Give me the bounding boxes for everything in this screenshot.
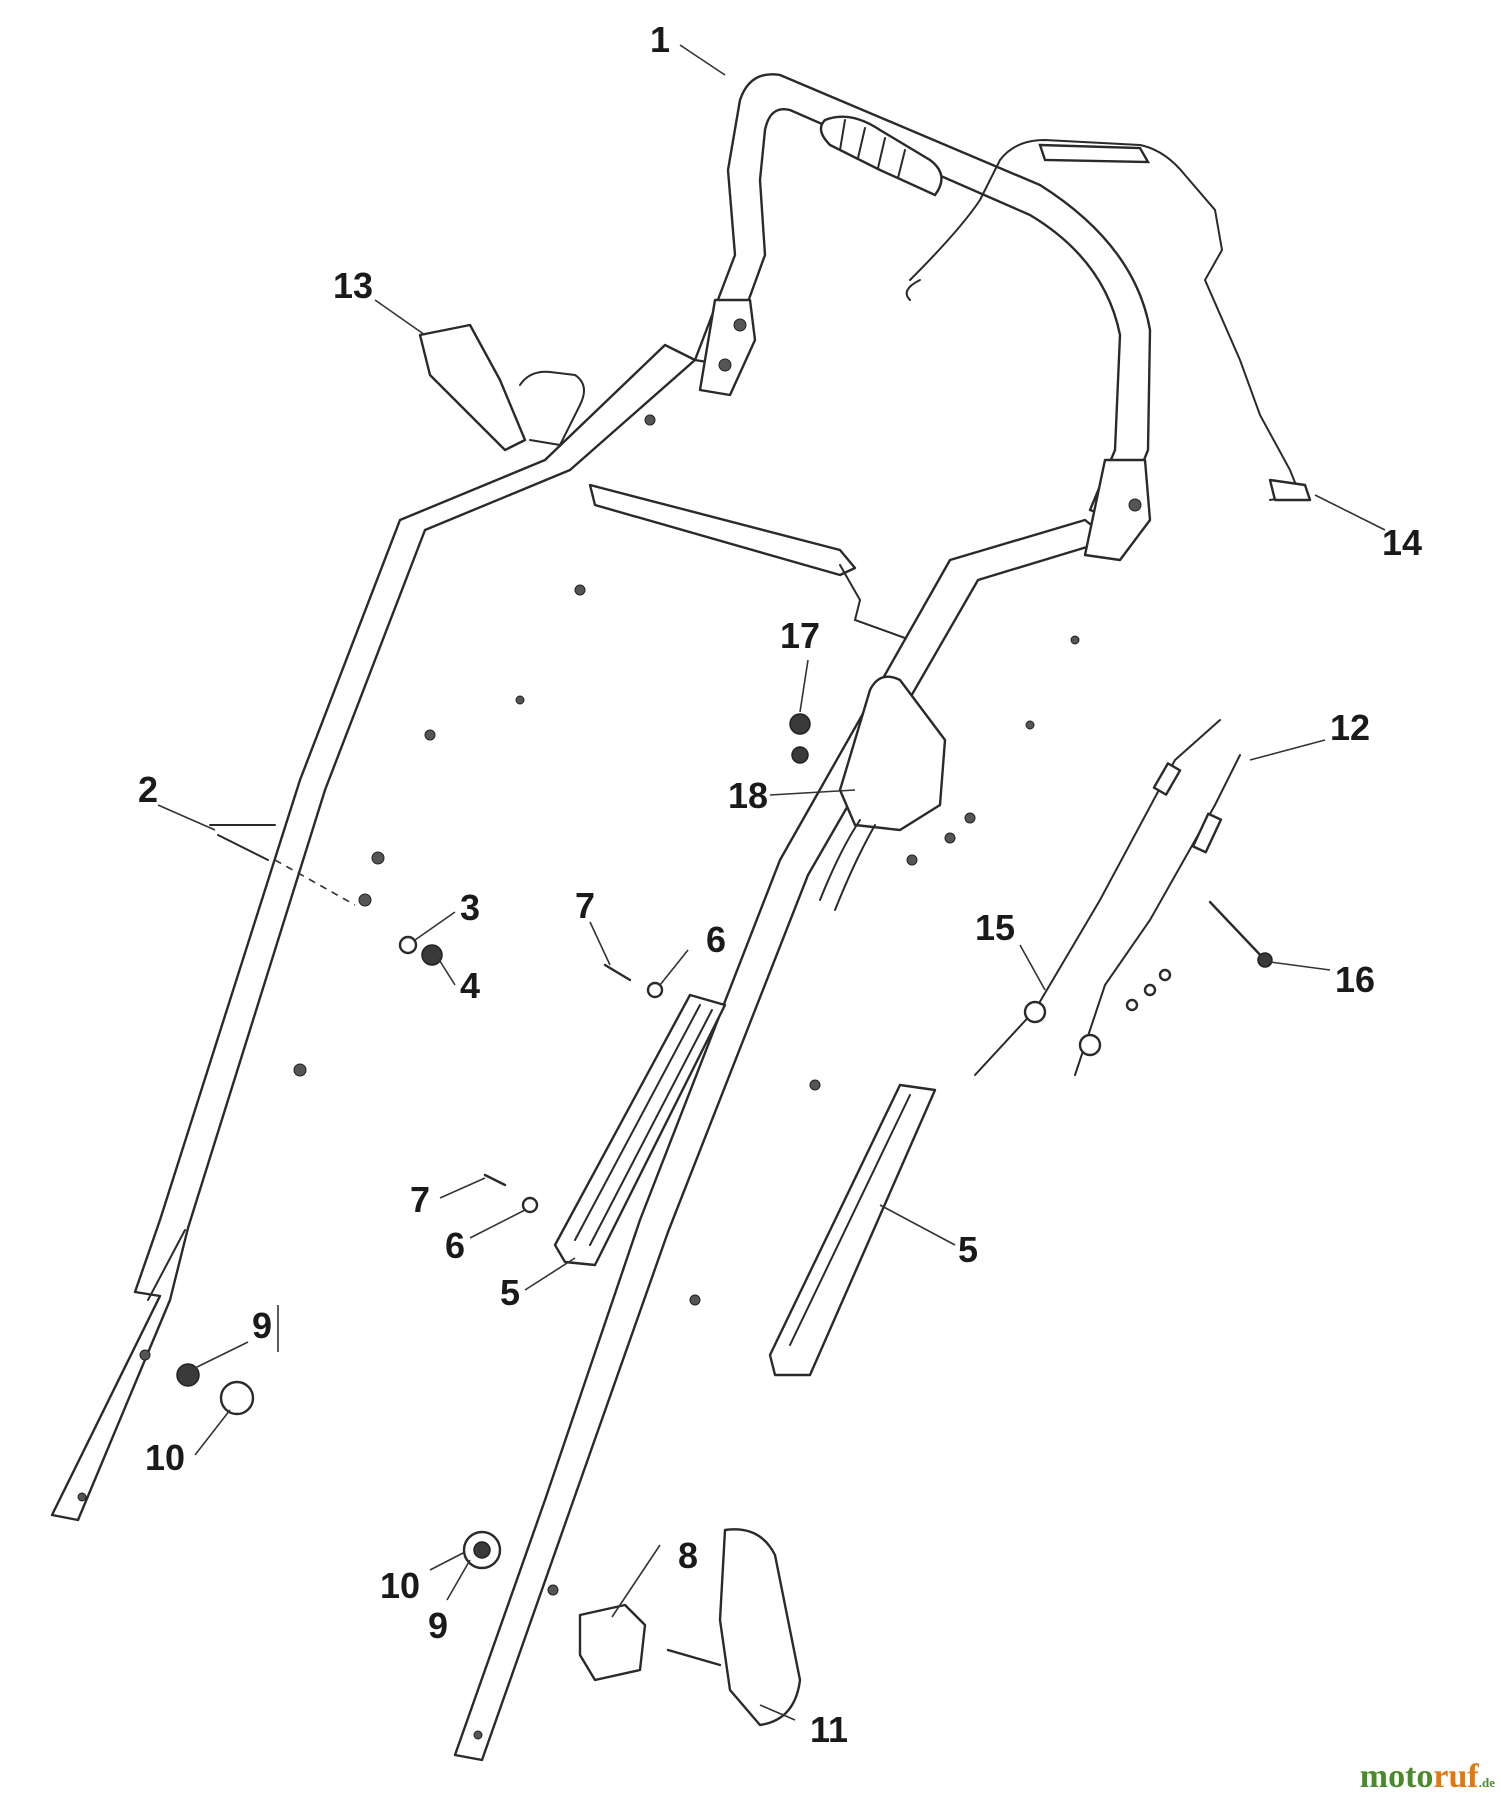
screw-part-7b <box>483 1173 507 1187</box>
callout-8: 8 <box>678 1535 698 1576</box>
left-lower-handle-tube <box>50 343 697 1522</box>
cable-guide-left <box>553 993 727 1267</box>
washer-part-6a <box>646 981 664 999</box>
callout-5-right: 5 <box>958 1229 978 1270</box>
leader-lines <box>157 44 1386 1721</box>
knob-part-10a <box>219 1380 255 1416</box>
right-lower-handle-tube <box>453 518 1112 1762</box>
callout-17: 17 <box>780 615 820 656</box>
callout-2: 2 <box>138 769 158 810</box>
callout-10-lower: 10 <box>380 1565 420 1606</box>
callout-18: 18 <box>728 775 768 816</box>
nut-part-17 <box>789 713 811 735</box>
callout-13: 13 <box>333 265 373 306</box>
callout-9-lower: 9 <box>428 1605 448 1646</box>
adjustment-lever-assembly <box>418 323 906 639</box>
callout-5-left: 5 <box>500 1272 520 1313</box>
cable-retainer <box>791 675 947 911</box>
washer-part-6b <box>521 1196 539 1214</box>
callout-12: 12 <box>1330 707 1370 748</box>
pin-part-2 <box>209 824 276 861</box>
knob-part-10b <box>462 1530 502 1570</box>
watermark-accent: ruf <box>1433 1758 1479 1795</box>
callout-1: 1 <box>650 19 670 60</box>
callout-3: 3 <box>460 887 480 928</box>
callout-11: 11 <box>810 1709 848 1750</box>
watermark-tld: .de <box>1478 1775 1495 1790</box>
clip-part-8 <box>578 1603 647 1682</box>
callout-10-upper: 10 <box>145 1437 185 1478</box>
bolt <box>1125 900 1273 1012</box>
callout-15: 15 <box>975 907 1015 948</box>
watermark-main: moto <box>1359 1758 1434 1795</box>
callout-16: 16 <box>1335 959 1375 1000</box>
callout-6-lower: 6 <box>445 1225 465 1266</box>
callout-7-lower: 7 <box>410 1179 430 1220</box>
control-cables <box>974 719 1241 1076</box>
callout-4: 4 <box>460 965 480 1006</box>
bail-lever <box>905 138 1312 502</box>
cable-guide-right <box>768 1083 937 1377</box>
screw-part-7a <box>603 963 632 982</box>
upper-handle-bar <box>693 73 1152 562</box>
nut-part-9a <box>176 1363 200 1387</box>
callout-14: 14 <box>1382 522 1422 563</box>
washer-part-3 <box>398 935 418 955</box>
callout-7-upper: 7 <box>575 885 595 926</box>
pin-leader-dash <box>274 859 356 906</box>
lever-part-11 <box>666 1528 802 1727</box>
watermark-logo: motoruf.de <box>1360 1758 1495 1796</box>
callout-9-upper: 9 <box>252 1305 272 1346</box>
nut-part-4 <box>421 944 443 966</box>
callout-6-upper: 6 <box>706 919 726 960</box>
